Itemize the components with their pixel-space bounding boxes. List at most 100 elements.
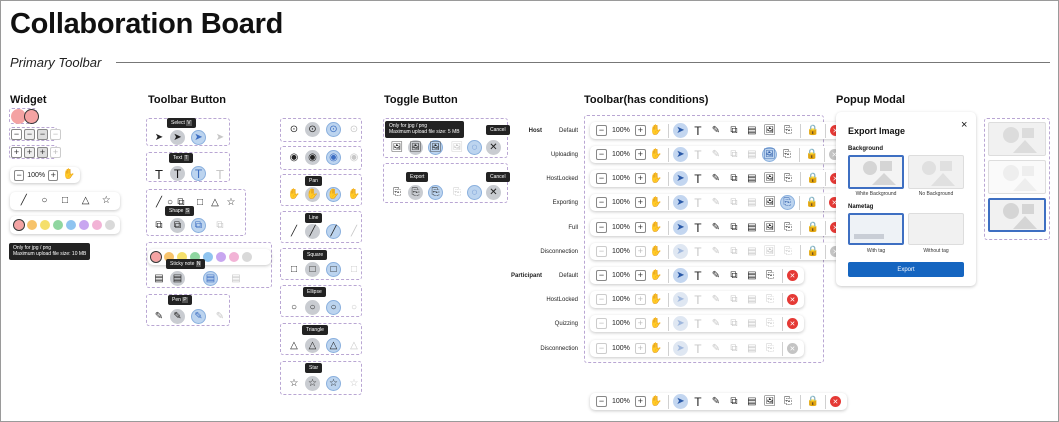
shape-icon[interactable]: ⧉ <box>730 148 738 160</box>
without-tag-option[interactable] <box>908 213 964 245</box>
lock-icon[interactable]: 🔒 <box>805 148 819 160</box>
hand-icon[interactable]: ✋ <box>62 169 75 180</box>
image-upload-icon-active[interactable]: 🖼 <box>428 140 443 155</box>
select-cursor-icon[interactable]: ➤ <box>672 123 688 138</box>
shape-icon[interactable]: ⧉ <box>730 293 738 305</box>
sticky-note-icon[interactable]: ▤ <box>747 221 757 233</box>
sticky-note-icon[interactable]: ▤ <box>747 148 757 160</box>
white-background-option[interactable] <box>848 155 904 189</box>
cancel-export-icon[interactable]: ✕ <box>486 185 501 200</box>
zoom-in-button[interactable]: + <box>634 149 646 160</box>
pen-icon[interactable]: ✎ <box>154 311 164 322</box>
export-icon[interactable]: ⎘ <box>779 195 795 210</box>
lock-icon[interactable]: 🔒 <box>806 221 820 233</box>
pan-icon[interactable]: ✋ <box>649 269 663 281</box>
triangle-icon[interactable]: △ <box>81 195 90 206</box>
select-cursor-icon[interactable]: ➤ <box>672 171 688 186</box>
thumbnail-default[interactable] <box>988 122 1046 156</box>
sticky-note-icon[interactable]: ▤ <box>747 395 757 407</box>
zoom-in-button[interactable]: + <box>634 173 646 184</box>
pan-icon[interactable]: ✋ <box>649 342 663 354</box>
export-icon[interactable]: ⎘ <box>765 342 774 354</box>
plus-button[interactable]: + <box>11 147 22 158</box>
sticky-color-swatch[interactable] <box>203 252 213 262</box>
sticky-note-icon-hover[interactable]: ▤ <box>170 271 185 286</box>
select-cursor-icon-hover[interactable]: ➤ <box>170 130 185 145</box>
color-swatch[interactable] <box>13 219 25 231</box>
lock-icon[interactable]: 🔒 <box>806 245 820 257</box>
image-upload-icon-hover[interactable]: 🖼 <box>408 140 423 155</box>
select-cursor-icon[interactable]: ➤ <box>672 394 688 409</box>
pan-icon[interactable]: ✋ <box>649 395 663 407</box>
image-upload-icon[interactable]: 🖼 <box>761 147 777 162</box>
sticky-note-icon[interactable]: ▤ <box>747 124 757 136</box>
zoom-out-button[interactable]: − <box>596 246 607 257</box>
plus-button-hover[interactable]: + <box>24 147 35 158</box>
zoom-in-button[interactable]: + <box>634 246 646 257</box>
color-swatch-selected[interactable] <box>24 109 39 124</box>
sticky-note-icon[interactable]: ▤ <box>747 293 757 305</box>
shape-icon[interactable]: ⧉ <box>730 196 738 208</box>
pen-icon[interactable]: ✎ <box>711 269 721 281</box>
sticky-color-swatch[interactable] <box>150 251 162 263</box>
zoom-out-button[interactable]: − <box>596 125 607 136</box>
zoom-in-button[interactable]: + <box>634 125 646 136</box>
image-upload-icon[interactable]: 🖼 <box>763 395 777 407</box>
pen-icon[interactable]: ✎ <box>711 221 721 233</box>
text-icon[interactable]: T <box>694 341 702 356</box>
leave-icon[interactable]: ✕ <box>829 173 841 184</box>
pan-icon[interactable]: ✋ <box>649 317 663 329</box>
zoom-in-button[interactable]: + <box>48 169 59 181</box>
color-swatch[interactable] <box>92 220 102 230</box>
shape-star-icon[interactable]: ☆ <box>226 197 236 208</box>
export-icon[interactable]: ⎘ <box>783 124 792 136</box>
minus-button-hover[interactable]: − <box>24 129 35 140</box>
color-swatch[interactable] <box>53 220 63 230</box>
line-icon-active[interactable]: ╱ <box>326 224 341 239</box>
text-icon[interactable]: T <box>694 147 702 162</box>
triangle-icon-hover[interactable]: △ <box>305 338 320 353</box>
text-icon[interactable]: T <box>694 220 702 235</box>
shape-icon-hover[interactable]: ⧉ <box>170 218 185 233</box>
sticky-color-swatch[interactable] <box>242 252 252 262</box>
select-cursor-icon[interactable]: ➤ <box>672 316 688 331</box>
leave-icon[interactable]: ✕ <box>829 222 841 233</box>
shape-icon[interactable]: ⧉ <box>155 220 163 231</box>
zoom-out-button[interactable]: − <box>596 343 607 354</box>
pan-icon-hover[interactable]: ✋ <box>305 187 320 202</box>
pan-icon[interactable]: ✋ <box>649 221 663 233</box>
lock-icon[interactable]: 🔒 <box>806 172 820 184</box>
leave-icon[interactable]: ✕ <box>828 197 840 208</box>
color-swatch[interactable] <box>79 220 89 230</box>
zoom-in-button[interactable]: + <box>634 197 646 208</box>
lock-icon[interactable]: 🔒 <box>806 124 820 136</box>
plus-button-pressed[interactable]: + <box>37 147 48 158</box>
select-cursor-icon[interactable]: ➤ <box>672 341 688 356</box>
text-icon-hover[interactable]: T <box>170 166 185 181</box>
pen-icon[interactable]: ✎ <box>711 342 721 354</box>
sticky-note-icon[interactable]: ▤ <box>747 317 757 329</box>
sticky-color-swatch[interactable] <box>190 252 200 262</box>
zoom-out-button[interactable]: − <box>14 169 25 181</box>
shape-line-icon[interactable]: ╱ <box>155 197 163 208</box>
ellipse-icon-active[interactable]: ○ <box>326 300 341 315</box>
square-icon[interactable]: □ <box>290 264 298 275</box>
circle-icon[interactable]: ○ <box>41 195 48 206</box>
radio-filled-icon[interactable]: ◉ <box>289 152 299 163</box>
star-icon[interactable]: ☆ <box>101 195 111 206</box>
color-swatch[interactable] <box>27 220 37 230</box>
sticky-note-icon[interactable]: ▤ <box>747 342 757 354</box>
zoom-out-button[interactable]: − <box>596 270 607 281</box>
shape-icon[interactable]: ⧉ <box>730 221 738 233</box>
sticky-note-icon[interactable]: ▤ <box>747 269 757 281</box>
line-icon[interactable]: ╱ <box>290 226 298 237</box>
radio-filled-icon-hover[interactable]: ◉ <box>305 150 320 165</box>
zoom-out-button[interactable]: − <box>596 396 607 407</box>
pan-icon[interactable]: ✋ <box>649 172 663 184</box>
text-icon[interactable]: T <box>694 394 702 409</box>
image-upload-icon[interactable]: 🖼 <box>763 124 777 136</box>
image-upload-icon[interactable]: 🖼 <box>763 172 777 184</box>
select-cursor-icon[interactable]: ➤ <box>672 147 688 162</box>
pen-icon-hover[interactable]: ✎ <box>170 309 185 324</box>
sticky-note-icon-active[interactable]: ▤ <box>203 271 218 286</box>
